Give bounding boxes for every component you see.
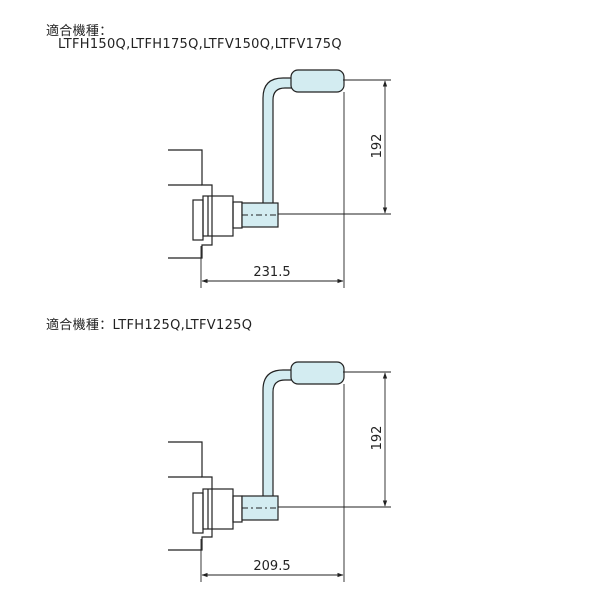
dim-width-2: 209.5 [253,559,290,574]
mount-plate-1 [192,199,204,241]
drawing-1 [168,69,391,288]
dim-height-2: 192 [370,426,385,451]
body-block-1 [168,149,213,259]
body-block-2 [168,441,213,551]
coupling-neck-2 [232,495,243,523]
compat-models-1: LTFH150Q,LTFH175Q,LTFV150Q,LTFV175Q [58,37,342,52]
handle-2 [290,361,345,385]
coupling-neck-1 [232,201,243,229]
drawing-2 [168,361,391,582]
dim-width-1: 231.5 [253,265,290,280]
compat-models-2: LTFH125Q,LTFV125Q [112,318,253,333]
compat-line-2: 適合機種：LTFH125Q,LTFV125Q [46,314,252,333]
compat-label-2: 適合機種： [46,318,113,333]
bent-pipe-2 [262,369,295,500]
compat-label-1: 適合機種： [46,24,113,39]
dim-height-1: 192 [370,134,385,159]
handle-1 [290,69,345,93]
mount-plate-2 [192,492,204,534]
bent-pipe-1 [262,77,295,207]
